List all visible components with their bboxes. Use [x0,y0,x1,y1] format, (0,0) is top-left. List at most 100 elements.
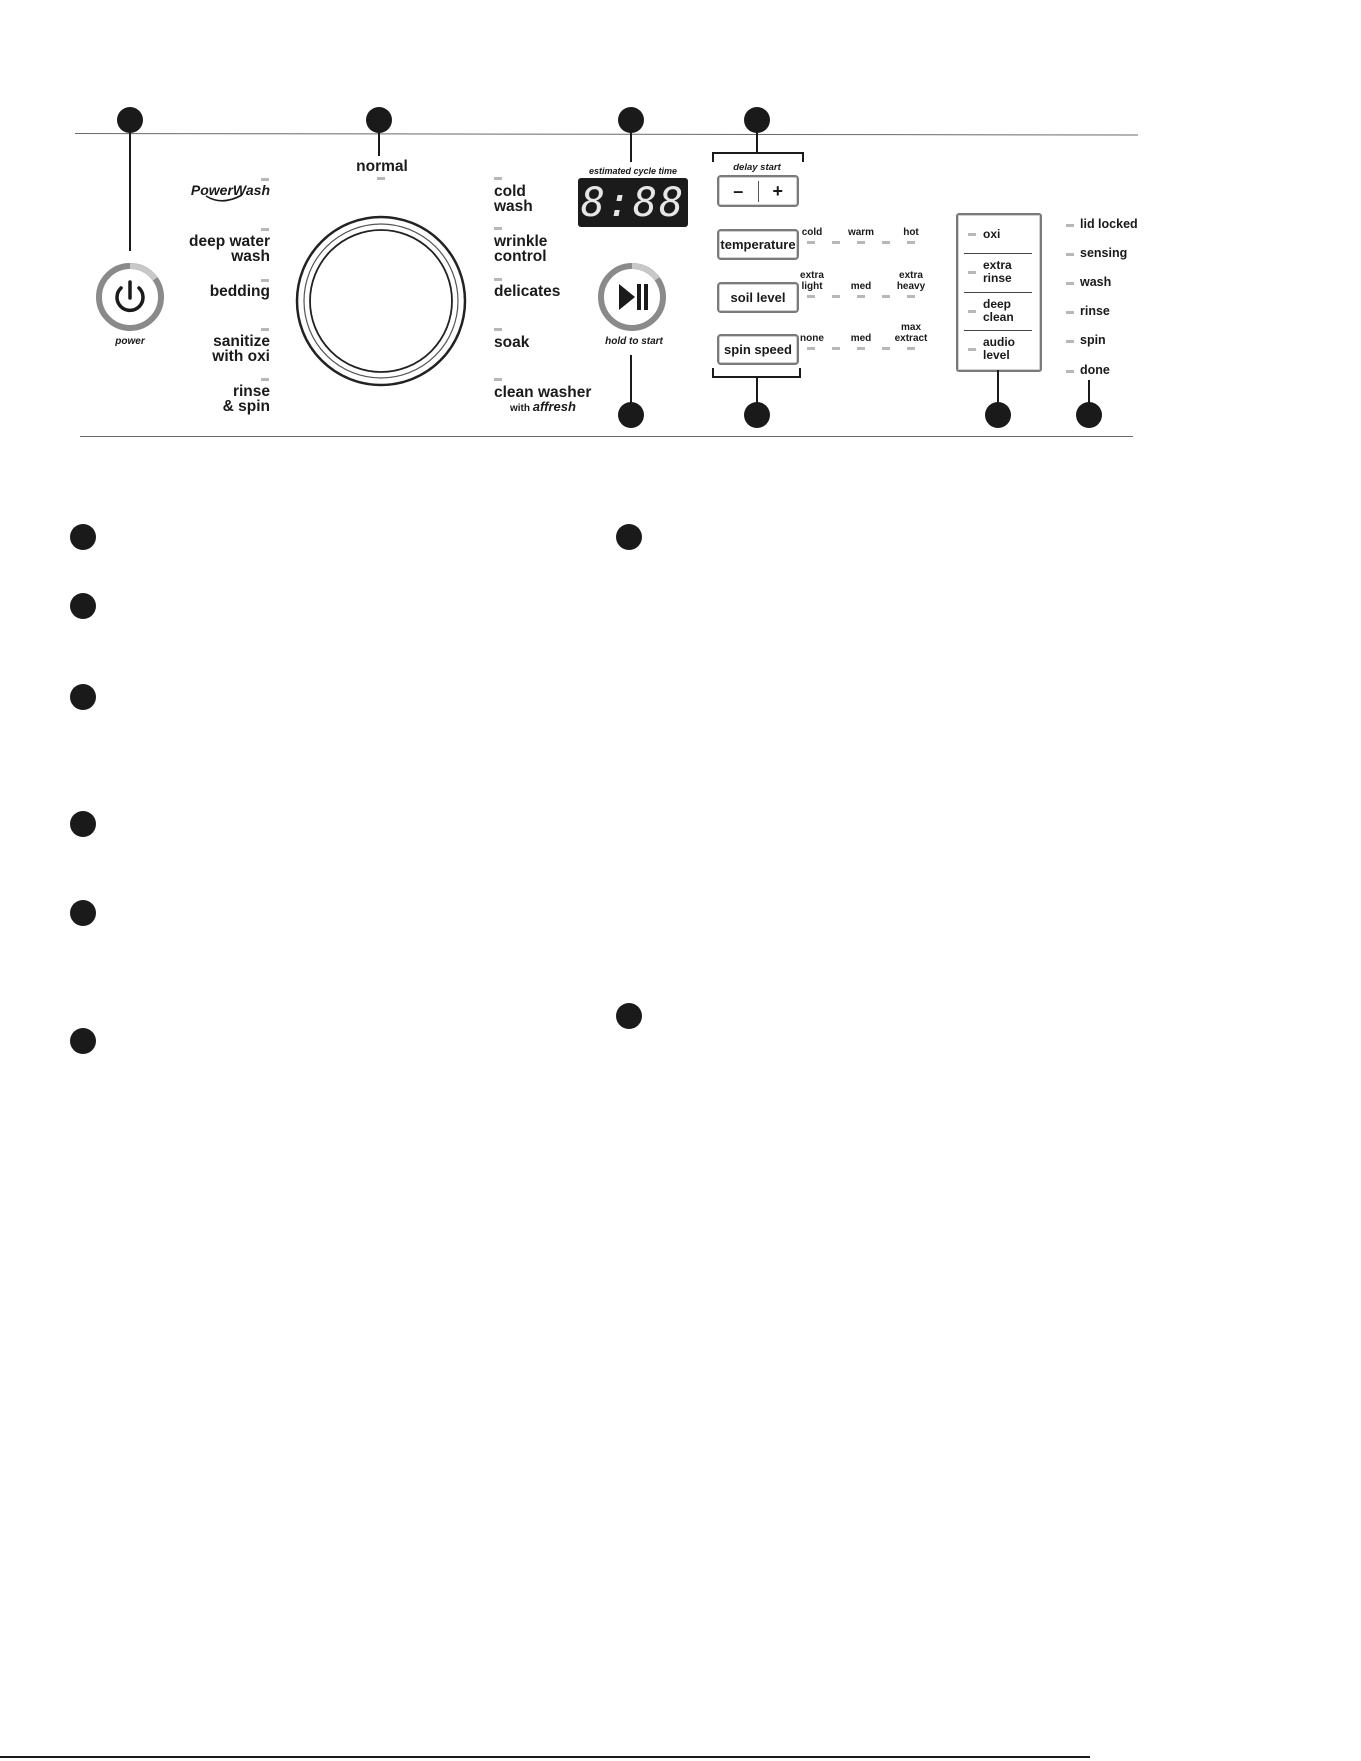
status-led [1066,224,1074,227]
level-led [807,295,815,298]
level-led [807,241,815,244]
cycle-led [261,178,269,181]
description-marker-4 [70,811,96,837]
status-wash: wash [1080,275,1112,289]
callout-stem-modifiers [756,378,758,406]
status-led [1066,311,1074,314]
play-pause-icon [598,263,666,331]
cycle-deep-water-wash[interactable]: deep water wash [189,233,270,265]
cycle-time-display: 8:88 [578,178,688,227]
cycle-led [261,328,269,331]
status-led [1066,253,1074,256]
power-icon [96,263,164,331]
panel-bottom-rule [80,436,1133,437]
soil-level-button[interactable]: soil level [717,282,799,313]
option-deep-clean[interactable]: deep clean [983,297,1014,324]
delay-minus-button[interactable]: – [719,180,759,202]
cycle-sanitize-with-oxi[interactable]: sanitize with oxi [212,333,270,365]
description-marker-5 [70,900,96,926]
level-led [857,241,865,244]
spin-level-label: med [850,333,872,344]
description-marker-1 [70,524,96,550]
cycle-clean-washer[interactable]: clean washer [494,384,592,401]
delay-plus-button[interactable]: + [772,180,783,201]
cycle-normal[interactable]: normal [356,158,408,175]
description-marker-3 [70,684,96,710]
cycle-led [261,378,269,381]
cycle-led [261,279,269,282]
spin-speed-button[interactable]: spin speed [717,334,799,365]
level-led [907,241,915,244]
option-led [968,348,976,351]
option-audio-level[interactable]: audio level [983,335,1015,362]
cycle-rinse-spin[interactable]: rinse & spin [222,383,270,415]
cycle-led [261,228,269,231]
powerwash-logo: PowerWash [190,182,270,198]
level-led [832,295,840,298]
status-sensing: sensing [1080,246,1128,260]
powerwash-swoosh-icon [205,194,243,202]
start-pause-button[interactable] [597,262,667,332]
status-led [1066,340,1074,343]
callout-marker-5 [618,402,644,428]
soil-level-label: extra light [800,270,824,292]
status-done: done [1080,363,1110,377]
display-caption: estimated cycle time [588,166,678,176]
callout-marker-7 [985,402,1011,428]
cycle-led [494,378,502,381]
description-marker-8 [616,1003,642,1029]
status-led [1066,370,1074,373]
level-led [907,347,915,350]
callout-stem-status [1088,380,1090,406]
callout-stem-display [630,130,632,162]
callout-marker-6 [744,402,770,428]
callout-stem-options [997,370,999,406]
soil-level-label: extra heavy [896,270,926,292]
soil-level-label: med [850,281,872,292]
delay-caption: delay start [733,162,781,173]
temperature-level-label: hot [903,227,919,238]
level-led [832,241,840,244]
callout-marker-1 [117,107,143,133]
status-lid-locked: lid locked [1080,217,1138,231]
description-marker-6 [70,1028,96,1054]
cycle-led [494,227,502,230]
level-led [882,295,890,298]
spin-level-label: max extract [894,322,928,344]
modifier-bracket [712,368,801,378]
option-divider [964,330,1032,331]
cycle-selector-knob[interactable] [294,214,468,388]
temperature-level-label: warm [847,227,875,238]
callout-stem-delay [756,130,758,152]
cycle-powerwash[interactable]: PowerWash [180,183,270,198]
subtitle-with: with [510,403,530,414]
options-panel [956,213,1042,372]
cycle-led [377,177,385,180]
delay-start-stepper: – + [717,175,799,207]
description-marker-2 [70,593,96,619]
option-extra-rinse[interactable]: extra rinse [983,258,1012,285]
level-led [882,241,890,244]
level-led [857,347,865,350]
description-marker-7 [616,524,642,550]
cycle-cold-wash[interactable]: cold wash [494,183,533,215]
power-caption: power [115,336,145,347]
temperature-button[interactable]: temperature [717,229,799,260]
status-spin: spin [1080,333,1106,347]
panel-top-rule [74,133,1138,136]
callout-stem-power [129,130,131,251]
callout-stem-start [630,355,632,405]
cycle-soak[interactable]: soak [494,334,530,351]
callout-marker-2 [366,107,392,133]
callout-marker-3 [618,107,644,133]
cycle-delicates[interactable]: delicates [494,283,561,300]
option-oxi[interactable]: oxi [983,227,1001,241]
display-digits: 8:88 [580,179,686,226]
callout-stem-normal [378,130,380,156]
callout-marker-4 [744,107,770,133]
option-divider [964,292,1032,293]
affresh-logo: affresh [532,399,576,414]
cycle-wrinkle-control[interactable]: wrinkle control [494,233,548,265]
cycle-bedding[interactable]: bedding [209,283,270,300]
power-button[interactable] [95,262,165,332]
